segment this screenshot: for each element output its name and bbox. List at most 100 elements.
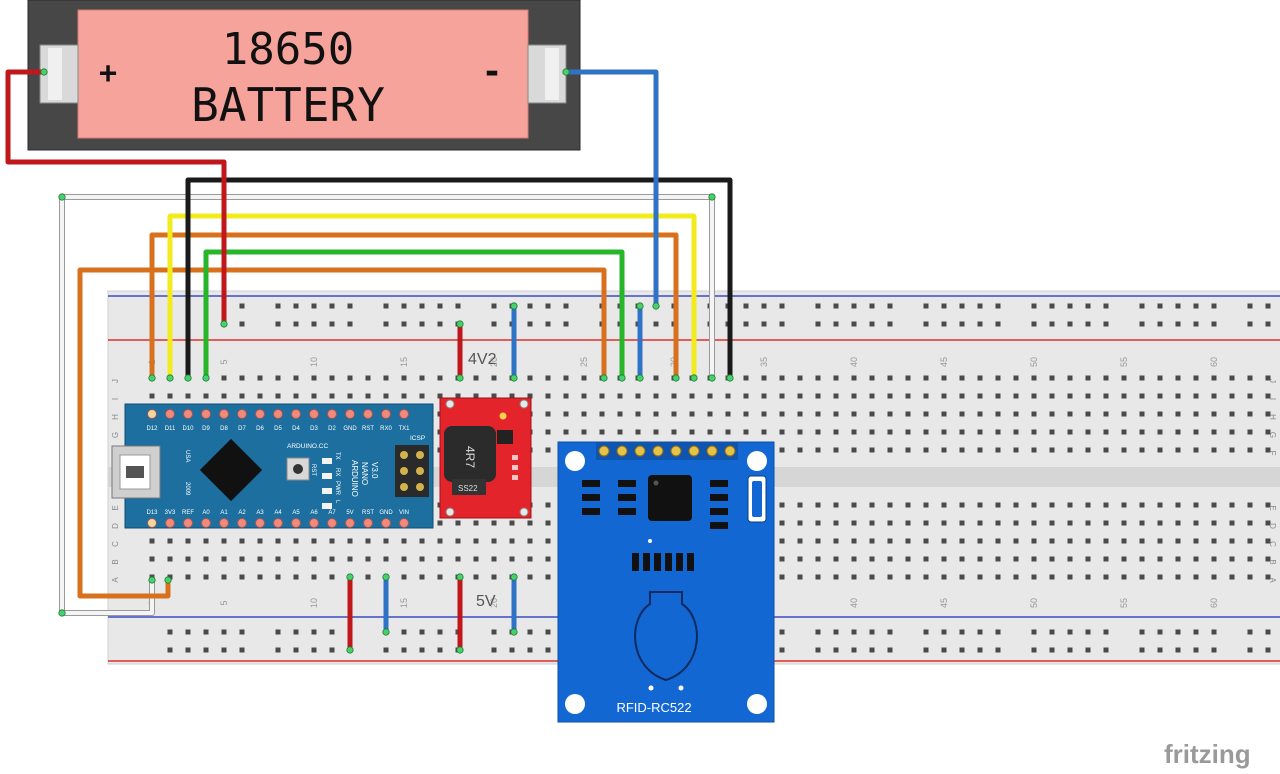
breadboard-hole xyxy=(275,538,281,544)
rail-hole xyxy=(1049,647,1055,653)
breadboard-hole xyxy=(797,538,803,544)
breadboard-hole xyxy=(815,411,821,417)
breadboard-hole xyxy=(833,556,839,562)
converter-pin xyxy=(519,507,529,517)
wire-endpoint xyxy=(600,374,608,382)
rail-hole xyxy=(995,303,1001,309)
breadboard-hole xyxy=(1265,538,1271,544)
breadboard-hole xyxy=(959,574,965,580)
rail-hole xyxy=(437,647,443,653)
breadboard-hole xyxy=(1229,574,1235,580)
breadboard-hole xyxy=(1085,447,1091,453)
icsp-pin xyxy=(416,483,424,491)
breadboard-hole xyxy=(851,574,857,580)
breadboard-hole xyxy=(1013,447,1019,453)
breadboard-hole xyxy=(455,393,461,399)
rfid-smd-part xyxy=(618,508,636,515)
rail-hole xyxy=(275,303,281,309)
rfid-smd-part xyxy=(582,480,600,487)
breadboard-hole xyxy=(1049,520,1055,526)
row-letter: E xyxy=(1268,505,1277,510)
wire-endpoint xyxy=(510,628,518,636)
breadboard-hole xyxy=(887,447,893,453)
breadboard-hole xyxy=(977,411,983,417)
rail-hole xyxy=(1103,647,1109,653)
rail-hole xyxy=(419,321,425,327)
breadboard-hole xyxy=(1265,574,1271,580)
breadboard-hole xyxy=(149,556,155,562)
breadboard-hole xyxy=(221,393,227,399)
rfid-antenna xyxy=(634,591,698,682)
wire-endpoint xyxy=(346,646,354,654)
breadboard-hole xyxy=(329,574,335,580)
breadboard-hole xyxy=(1067,538,1073,544)
breadboard-hole xyxy=(707,393,713,399)
rfid-mount-hole-bl xyxy=(565,694,585,714)
breadboard-hole xyxy=(257,375,263,381)
breadboard-hole xyxy=(959,502,965,508)
column-number: 60 xyxy=(1209,357,1219,367)
breadboard-hole xyxy=(761,429,767,435)
rfid-header-pin xyxy=(652,445,664,457)
breadboard-hole xyxy=(1085,393,1091,399)
breadboard-hole xyxy=(977,520,983,526)
rail-hole xyxy=(401,321,407,327)
breadboard-hole xyxy=(581,393,587,399)
rail-hole xyxy=(293,647,299,653)
breadboard-hole xyxy=(869,411,875,417)
arduino-pin-label: D3 xyxy=(310,426,318,432)
wire-endpoint xyxy=(510,302,518,310)
breadboard-hole xyxy=(599,393,605,399)
breadboard-hole xyxy=(743,411,749,417)
breadboard-hole xyxy=(1121,538,1127,544)
arduino-pin xyxy=(165,518,175,528)
voltage-label-top: 4V2 xyxy=(468,351,497,368)
rfid-smd-resistor xyxy=(676,553,683,571)
breadboard-hole xyxy=(851,411,857,417)
rail-hole xyxy=(869,647,875,653)
breadboard-hole xyxy=(347,556,353,562)
arduino-pin xyxy=(309,518,319,528)
rfid-via-left xyxy=(648,685,654,691)
breadboard-hole xyxy=(275,393,281,399)
breadboard-hole xyxy=(1175,538,1181,544)
breadboard-hole xyxy=(887,411,893,417)
breadboard-hole xyxy=(1103,538,1109,544)
arduino-pin-label: A6 xyxy=(310,510,318,516)
breadboard-hole xyxy=(1139,411,1145,417)
breadboard-hole xyxy=(365,556,371,562)
breadboard-hole xyxy=(1247,447,1253,453)
breadboard-hole xyxy=(221,538,227,544)
rail-hole xyxy=(1031,321,1037,327)
breadboard-hole xyxy=(545,538,551,544)
rail-hole xyxy=(1139,303,1145,309)
column-number: 10 xyxy=(309,357,319,367)
arduino-pin-label: A7 xyxy=(328,510,336,516)
rail-hole xyxy=(815,629,821,635)
rail-hole xyxy=(545,647,551,653)
rail-hole xyxy=(653,321,659,327)
breadboard-hole xyxy=(1103,429,1109,435)
breadboard-hole xyxy=(437,538,443,544)
breadboard-hole xyxy=(887,520,893,526)
wire-endpoint xyxy=(456,320,464,328)
breadboard-hole xyxy=(1031,447,1037,453)
breadboard-hole xyxy=(1229,520,1235,526)
wire-endpoint xyxy=(652,302,660,310)
breadboard-hole xyxy=(275,375,281,381)
breadboard-hole xyxy=(1211,556,1217,562)
rfid-header-pin xyxy=(616,445,628,457)
row-letter: F xyxy=(1268,451,1277,456)
breadboard-hole xyxy=(995,429,1001,435)
breadboard-hole xyxy=(1229,556,1235,562)
row-letter: B xyxy=(1268,559,1277,564)
breadboard-hole xyxy=(1247,520,1253,526)
rail-hole xyxy=(419,303,425,309)
arduino-pin-label: 3V3 xyxy=(165,510,176,516)
breadboard-hole xyxy=(761,393,767,399)
arduino-pin-label: 5V xyxy=(346,510,353,516)
breadboard-hole xyxy=(1157,447,1163,453)
breadboard-hole xyxy=(527,538,533,544)
breadboard-hole xyxy=(383,538,389,544)
breadboard-hole xyxy=(545,375,551,381)
